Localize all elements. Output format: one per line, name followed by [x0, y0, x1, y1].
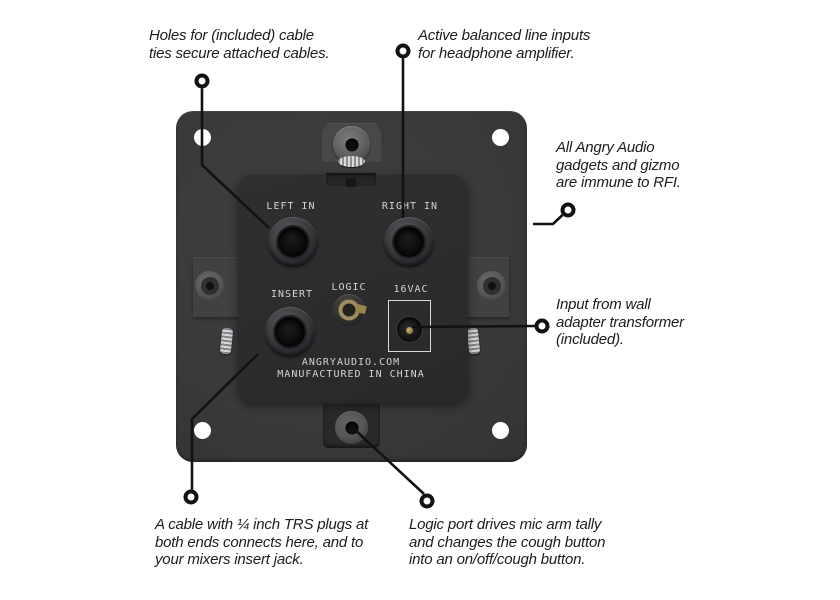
left-in-jack-opening [276, 225, 310, 259]
side-connector-right [477, 271, 506, 300]
left-in-label: LEFT IN [266, 201, 316, 212]
note-rfi: All Angry Audio gadgets and gizmo are im… [556, 139, 681, 191]
right-in-jack-opening [392, 225, 426, 259]
side-connector-left [195, 271, 224, 300]
insert-label: INSERT [270, 289, 314, 300]
mounting-hole-bottom-left [194, 422, 211, 439]
side-connector-right-opening [487, 281, 496, 290]
callout-pin-cable-ties [194, 73, 210, 89]
note-insert-cable: A cable with ¼ inch TRS plugs at both en… [155, 516, 369, 568]
connector-box [238, 173, 468, 402]
note-line-inputs: Active balanced line inputs for headphon… [418, 27, 591, 62]
screw-washer-top [338, 156, 365, 167]
side-connector-left-opening [205, 281, 214, 290]
note-cable-ties: Holes for (included) cable ties secure a… [149, 27, 330, 62]
origin-text: MANUFACTURED IN CHINA [277, 369, 425, 380]
insert-jack-opening [273, 315, 307, 349]
cable-tie-hole-top-opening [345, 138, 358, 151]
insert-jack [265, 307, 315, 357]
brand-text: ANGRYAUDIO.COM [301, 357, 401, 368]
note-power-input: Input from wall adapter transformer (inc… [556, 296, 684, 348]
mounting-hole-top-left [194, 129, 211, 146]
note-logic-port: Logic port drives mic arm tally and chan… [409, 516, 606, 568]
right-in-jack [384, 217, 434, 267]
logic-label: LOGIC [331, 282, 367, 293]
left-in-jack [268, 217, 318, 267]
callout-pin-logic [419, 493, 435, 509]
mounting-hole-bottom-right [492, 422, 509, 439]
callout-pin-insert [183, 489, 199, 505]
callout-pin-line-inputs [395, 43, 411, 59]
box-top-notch-tab [346, 178, 356, 187]
logic-port-hole-opening [345, 421, 358, 434]
mounting-hole-top-right [492, 129, 509, 146]
power-jack-pin [406, 327, 413, 334]
callout-line-rfi [533, 214, 564, 226]
callout-pin-power [534, 318, 550, 334]
logic-port-hole-bottom [335, 411, 368, 444]
callout-pin-rfi [560, 202, 576, 218]
right-in-label: RIGHT IN [381, 201, 439, 212]
power-label: 16VAC [393, 284, 429, 295]
